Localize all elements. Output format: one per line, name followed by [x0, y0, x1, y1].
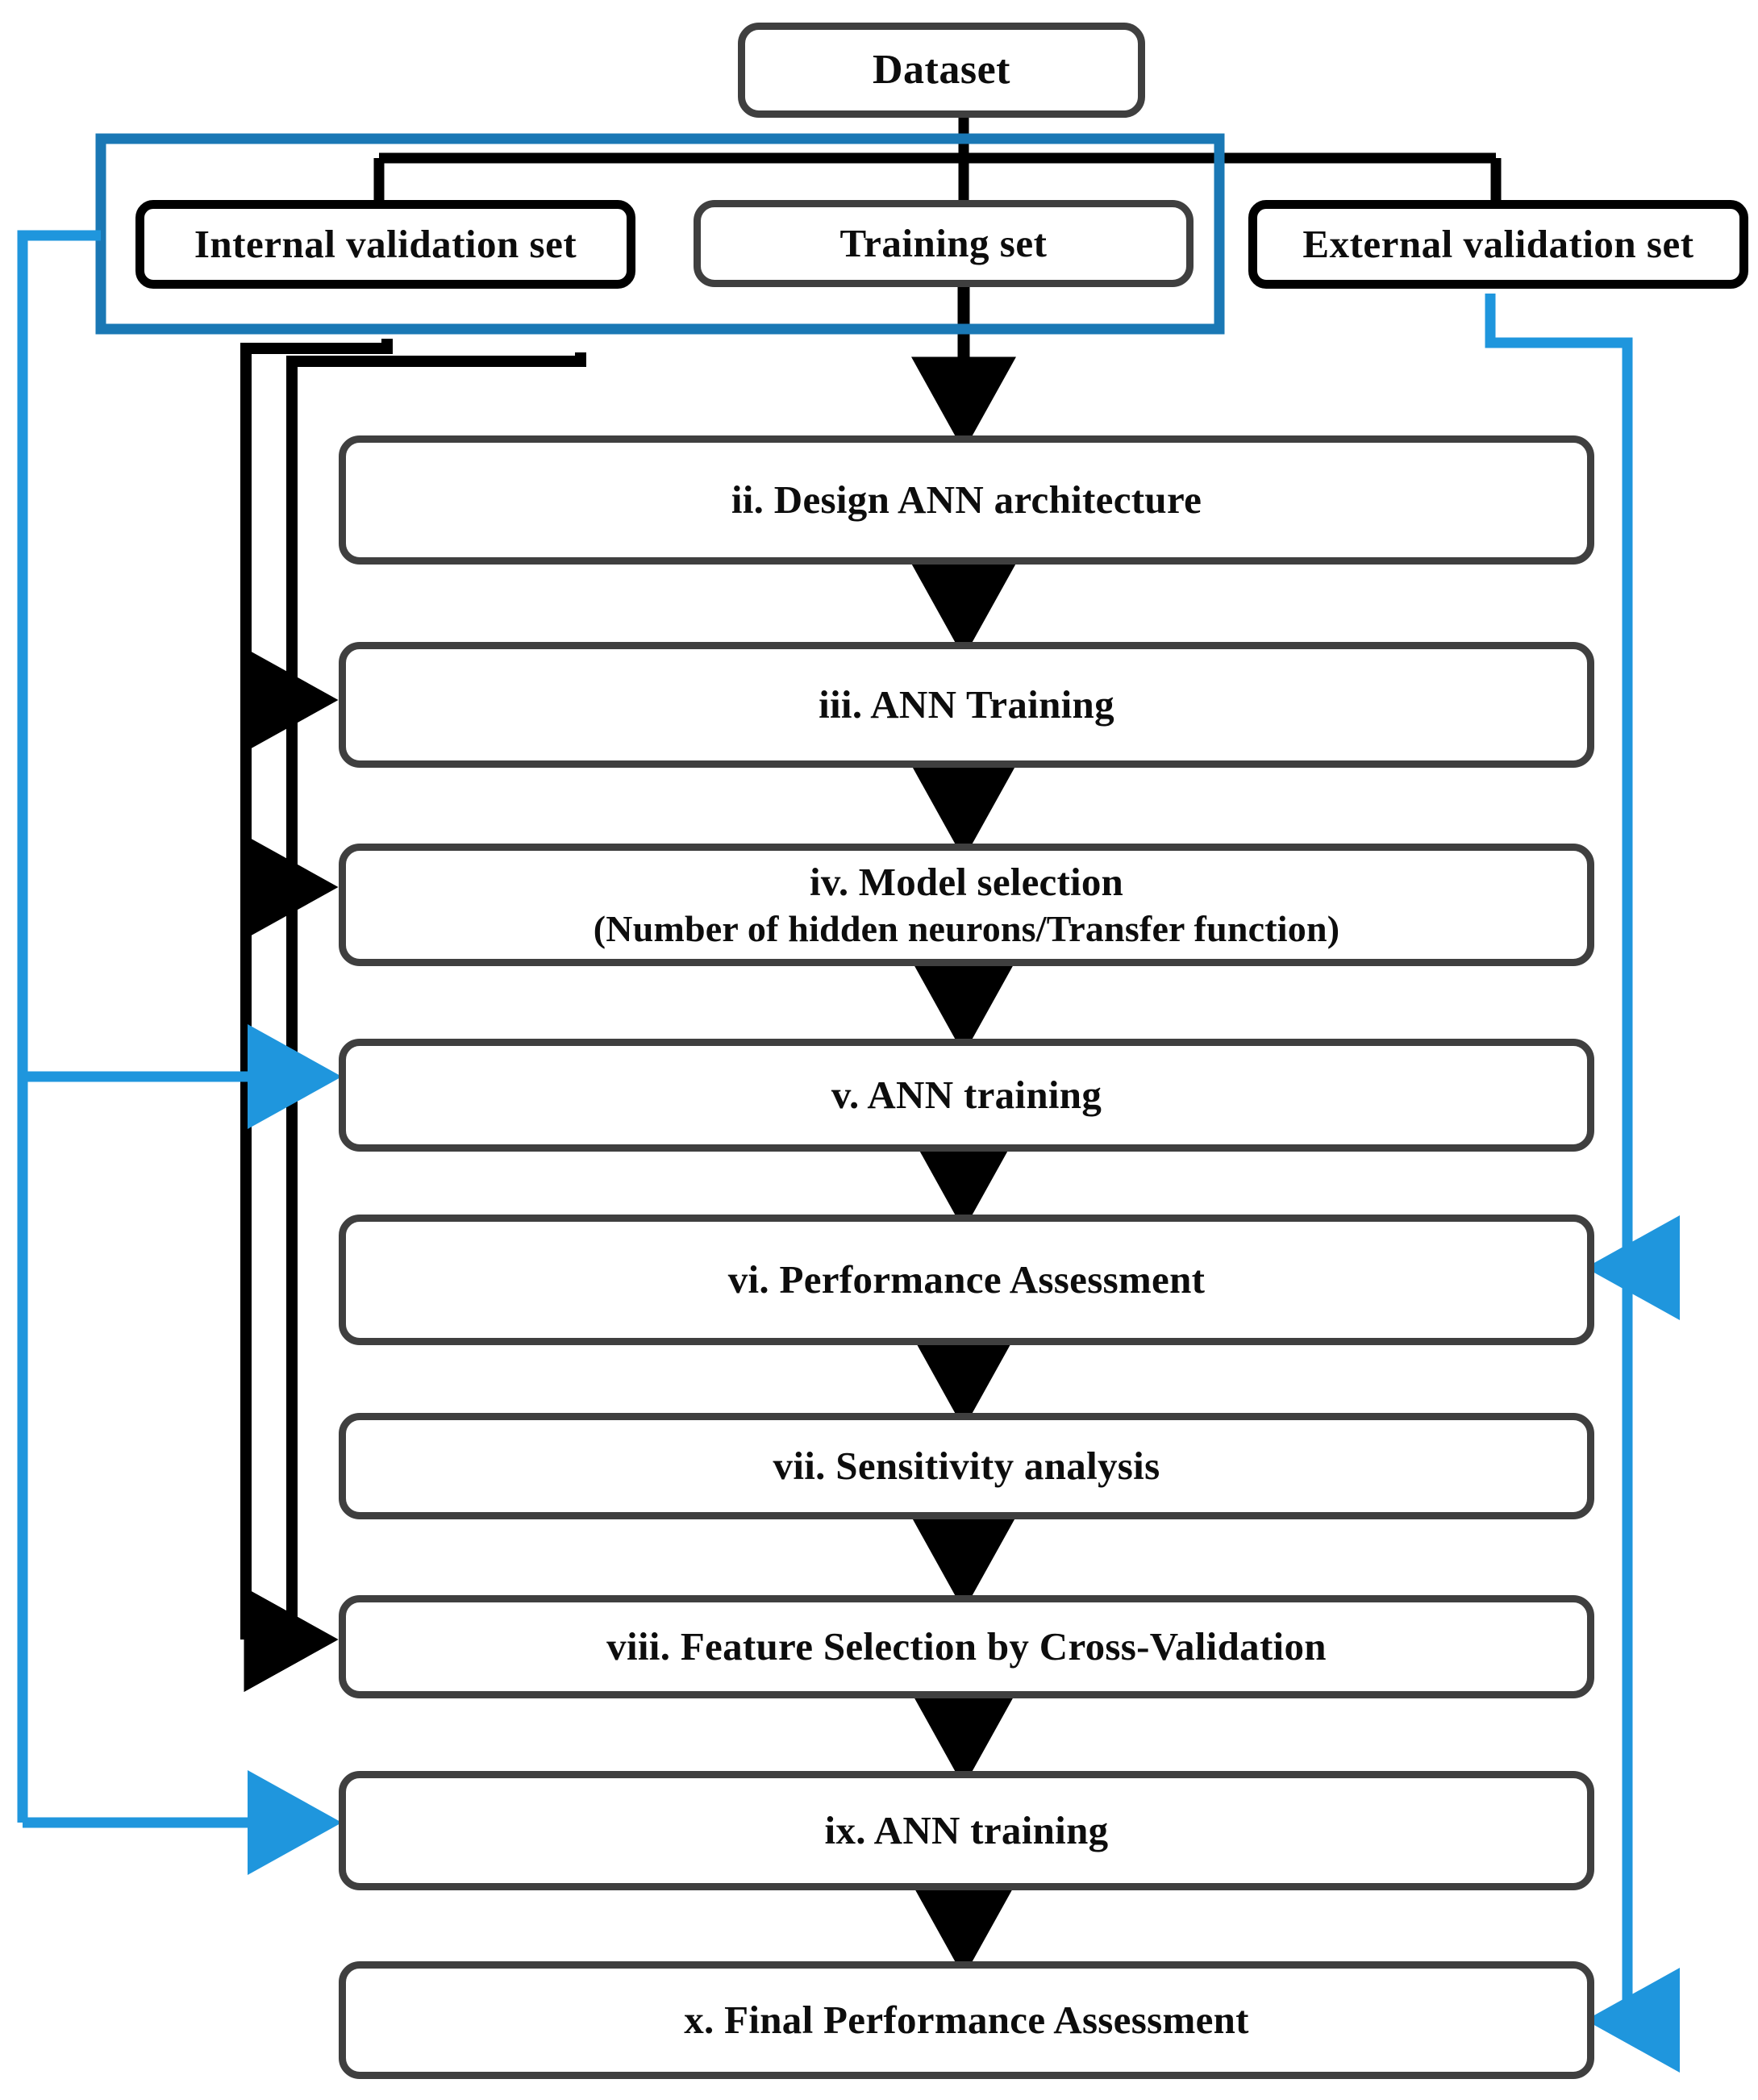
node-dataset-label: Dataset [872, 47, 1010, 94]
node-external-validation-set[interactable]: External validation set [1248, 200, 1748, 289]
node-training-set[interactable]: Training set [694, 200, 1194, 287]
node-step-iv-model-selection[interactable]: iv. Model selection (Number of hidden ne… [339, 844, 1594, 966]
edge-group-left-tap [17, 230, 101, 1823]
node-step-iv-label-line1: iv. Model selection [810, 860, 1123, 905]
node-step-iii-ann-training[interactable]: iii. ANN Training [339, 642, 1594, 768]
node-step-ix-label: ix. ANN training [824, 1808, 1109, 1853]
node-step-v-label: v. ANN training [831, 1073, 1102, 1118]
node-step-v-ann-training[interactable]: v. ANN training [339, 1039, 1594, 1152]
node-step-iii-label: iii. ANN Training [819, 682, 1114, 727]
node-step-vii-label: vii. Sensitivity analysis [773, 1444, 1160, 1489]
node-internal-validation-set[interactable]: Internal validation set [135, 200, 635, 289]
node-step-ii-design-ann-architecture[interactable]: ii. Design ANN architecture [339, 435, 1594, 565]
node-step-vi-performance-assessment[interactable]: vi. Performance Assessment [339, 1215, 1594, 1345]
node-step-viii-label: viii. Feature Selection by Cross-Validat… [606, 1624, 1327, 1669]
node-step-viii-feature-selection[interactable]: viii. Feature Selection by Cross-Validat… [339, 1595, 1594, 1698]
node-step-vi-label: vi. Performance Assessment [727, 1257, 1206, 1302]
node-dataset[interactable]: Dataset [738, 23, 1145, 118]
node-step-x-label: x. Final Performance Assessment [684, 1998, 1249, 2043]
node-step-ii-label: ii. Design ANN architecture [731, 477, 1202, 523]
node-step-ix-ann-training[interactable]: ix. ANN training [339, 1771, 1594, 1890]
node-step-x-final-performance-assessment[interactable]: x. Final Performance Assessment [339, 1961, 1594, 2079]
node-external-validation-set-label: External validation set [1302, 222, 1694, 267]
node-internal-validation-set-label: Internal validation set [194, 222, 577, 267]
node-training-set-label: Training set [839, 221, 1048, 266]
node-step-vii-sensitivity-analysis[interactable]: vii. Sensitivity analysis [339, 1413, 1594, 1519]
node-step-iv-label-line2: (Number of hidden neurons/Transfer funct… [593, 907, 1340, 949]
